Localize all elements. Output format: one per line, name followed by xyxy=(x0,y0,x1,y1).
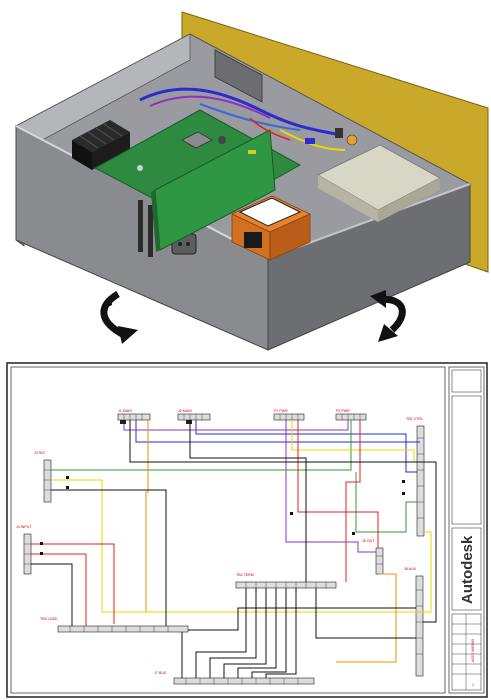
wire xyxy=(31,543,115,624)
connector-j3: J3 SIG xyxy=(34,451,52,503)
wire xyxy=(297,420,379,548)
rotate-left-arrow-icon xyxy=(100,290,138,344)
wiring-schematic-sheet: Autodesk ASSY WIRING 1 J1 MAIN J2 MAIN P… xyxy=(6,362,488,698)
connector-p2: P2 PWR xyxy=(335,409,367,421)
transformer xyxy=(231,195,311,261)
chassis-3d-illustration xyxy=(15,11,489,351)
svg-text:J4 INPUT: J4 INPUT xyxy=(16,525,32,529)
wire xyxy=(188,607,416,631)
title-block: Autodesk ASSY WIRING 1 xyxy=(448,366,485,694)
wire xyxy=(195,420,417,473)
ic-chip xyxy=(181,131,213,149)
wire xyxy=(51,420,352,471)
wire xyxy=(251,588,287,678)
svg-text:J6 AUX: J6 AUX xyxy=(404,567,417,571)
wire xyxy=(31,553,87,626)
brand-logo: Autodesk xyxy=(459,535,476,604)
svg-text:TB2 TERM: TB2 TERM xyxy=(236,573,254,577)
wire xyxy=(315,588,416,639)
wire xyxy=(223,588,267,678)
connector-j7: J7 BUS xyxy=(154,671,315,685)
connector-j5: J5 OUT xyxy=(362,539,384,575)
wire xyxy=(31,563,73,626)
svg-text:J2 MAIN: J2 MAIN xyxy=(178,409,192,413)
wire xyxy=(423,462,437,623)
front-slot xyxy=(138,200,143,252)
svg-text:TB3 LOAD: TB3 LOAD xyxy=(40,617,58,621)
sheet-number: 1 xyxy=(472,683,474,687)
svg-text:J1 MAIN: J1 MAIN xyxy=(118,409,132,413)
svg-text:P1 PWR: P1 PWR xyxy=(274,409,288,413)
connector-tb1: TB1 CTRL xyxy=(406,417,425,537)
heatsink xyxy=(72,120,130,170)
connector-j2: J2 MAIN xyxy=(177,409,211,424)
wire xyxy=(237,588,277,678)
front-slot xyxy=(148,205,153,257)
connector-p1: P1 PWR xyxy=(273,409,305,421)
wire xyxy=(265,588,297,678)
sheet-border xyxy=(6,362,488,698)
svg-text:J5 OUT: J5 OUT xyxy=(362,539,375,543)
wire-harness xyxy=(31,420,437,678)
sheet-title: ASSY WIRING xyxy=(471,638,475,662)
svg-text:J3 SIG: J3 SIG xyxy=(34,451,45,455)
rotate-right-arrow-icon xyxy=(370,290,406,342)
svg-text:P2 PWR: P2 PWR xyxy=(336,409,350,413)
rear-connector xyxy=(214,49,263,103)
wire xyxy=(189,420,307,582)
wire xyxy=(195,588,247,678)
wire xyxy=(51,489,167,626)
wire xyxy=(345,420,361,582)
connector-tb3: TB3 LOAD xyxy=(40,617,189,633)
wire xyxy=(123,420,349,431)
wire xyxy=(285,420,376,553)
wire xyxy=(129,420,436,463)
wire xyxy=(145,420,149,612)
connector-j1: J1 MAIN xyxy=(117,409,151,424)
svg-text:TB1 CTRL: TB1 CTRL xyxy=(406,417,423,421)
wire xyxy=(336,573,397,663)
svg-text:J7 BUS: J7 BUS xyxy=(154,671,167,675)
wire xyxy=(135,420,420,443)
connector-j6: J6 AUX xyxy=(404,567,424,677)
connector-tb2: TB2 TERM xyxy=(235,573,337,589)
wire xyxy=(209,588,257,678)
wire-terminal-marks xyxy=(40,476,405,555)
